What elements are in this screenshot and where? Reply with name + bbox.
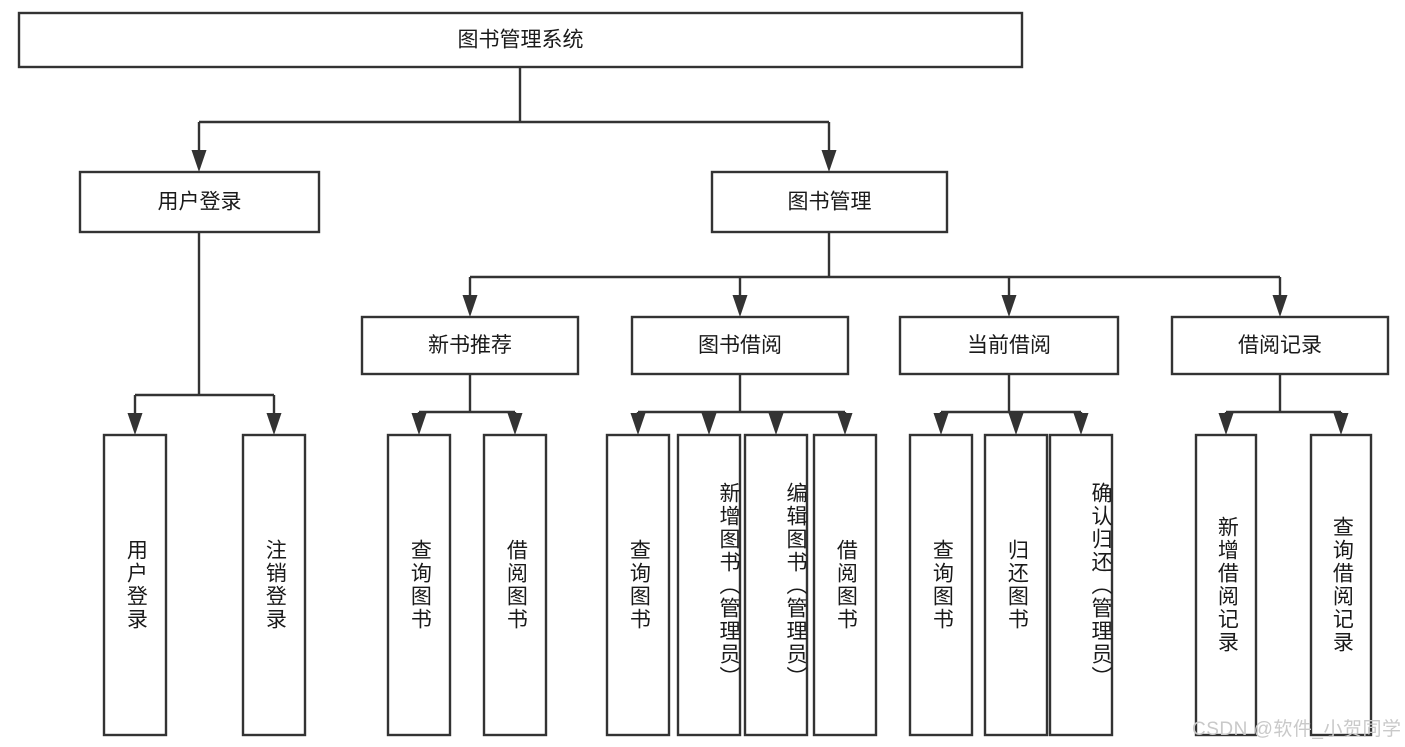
user-fan-arrow-1 xyxy=(266,413,282,435)
group0-fan-arrow-1 xyxy=(507,413,523,435)
group1-fan-arrow-0 xyxy=(630,413,646,435)
group1-fan-arrow-3 xyxy=(837,413,853,435)
group2-fan-arrow-1 xyxy=(1008,413,1024,435)
group0-fan-arrow-0 xyxy=(411,413,427,435)
node-box-leaf-4 xyxy=(605,433,671,737)
node-box-leaf-6 xyxy=(743,433,809,737)
node-box-leaf-8 xyxy=(908,433,974,737)
node-box-level3-0 xyxy=(360,315,580,376)
root-fan-arrow-1 xyxy=(821,150,837,172)
node-label-level2-1: 图书管理 xyxy=(788,191,872,214)
csdn-watermark: CSDN @软件_小贺同学 xyxy=(1192,719,1402,740)
group1-fan-arrow-1 xyxy=(701,413,717,435)
group2-fan-arrow-2 xyxy=(1073,413,1089,435)
node-box-level3-3 xyxy=(1170,315,1390,376)
node-box-leaf-0 xyxy=(102,433,168,737)
node-box-level2-0 xyxy=(78,170,321,234)
root-fan-arrow-0 xyxy=(191,150,207,172)
book-fan-arrow-0 xyxy=(462,295,478,317)
connectors-layer xyxy=(127,67,1349,435)
book-fan-arrow-1 xyxy=(732,295,748,317)
node-label-level3-0: 新书推荐 xyxy=(428,334,512,357)
boxes-layer xyxy=(17,11,1390,737)
node-box-leaf-2 xyxy=(386,433,452,737)
node-label-level3-3: 借阅记录 xyxy=(1238,334,1322,357)
node-box-leaf-7 xyxy=(812,433,878,737)
node-box-level3-1 xyxy=(630,315,850,376)
group3-fan-arrow-0 xyxy=(1218,413,1234,435)
group2-fan-arrow-0 xyxy=(933,413,949,435)
node-label-level2-0: 用户登录 xyxy=(158,191,242,214)
user-fan-arrow-0 xyxy=(127,413,143,435)
node-box-leaf-5 xyxy=(676,433,742,737)
node-box-leaf-12 xyxy=(1309,433,1373,737)
node-box-leaf-1 xyxy=(241,433,307,737)
group1-fan-arrow-2 xyxy=(768,413,784,435)
node-label-root: 图书管理系统 xyxy=(458,29,584,52)
node-box-level2-1 xyxy=(710,170,949,234)
node-box-leaf-3 xyxy=(482,433,548,737)
node-label-level3-1: 图书借阅 xyxy=(698,334,782,357)
node-box-root xyxy=(17,11,1024,69)
node-box-leaf-10 xyxy=(1048,433,1114,737)
book-fan-arrow-3 xyxy=(1272,295,1288,317)
node-box-leaf-11 xyxy=(1194,433,1258,737)
node-label-level3-2: 当前借阅 xyxy=(967,334,1051,357)
book-fan-arrow-2 xyxy=(1001,295,1017,317)
node-box-leaf-9 xyxy=(983,433,1049,737)
node-box-level3-2 xyxy=(898,315,1120,376)
group3-fan-arrow-1 xyxy=(1333,413,1349,435)
